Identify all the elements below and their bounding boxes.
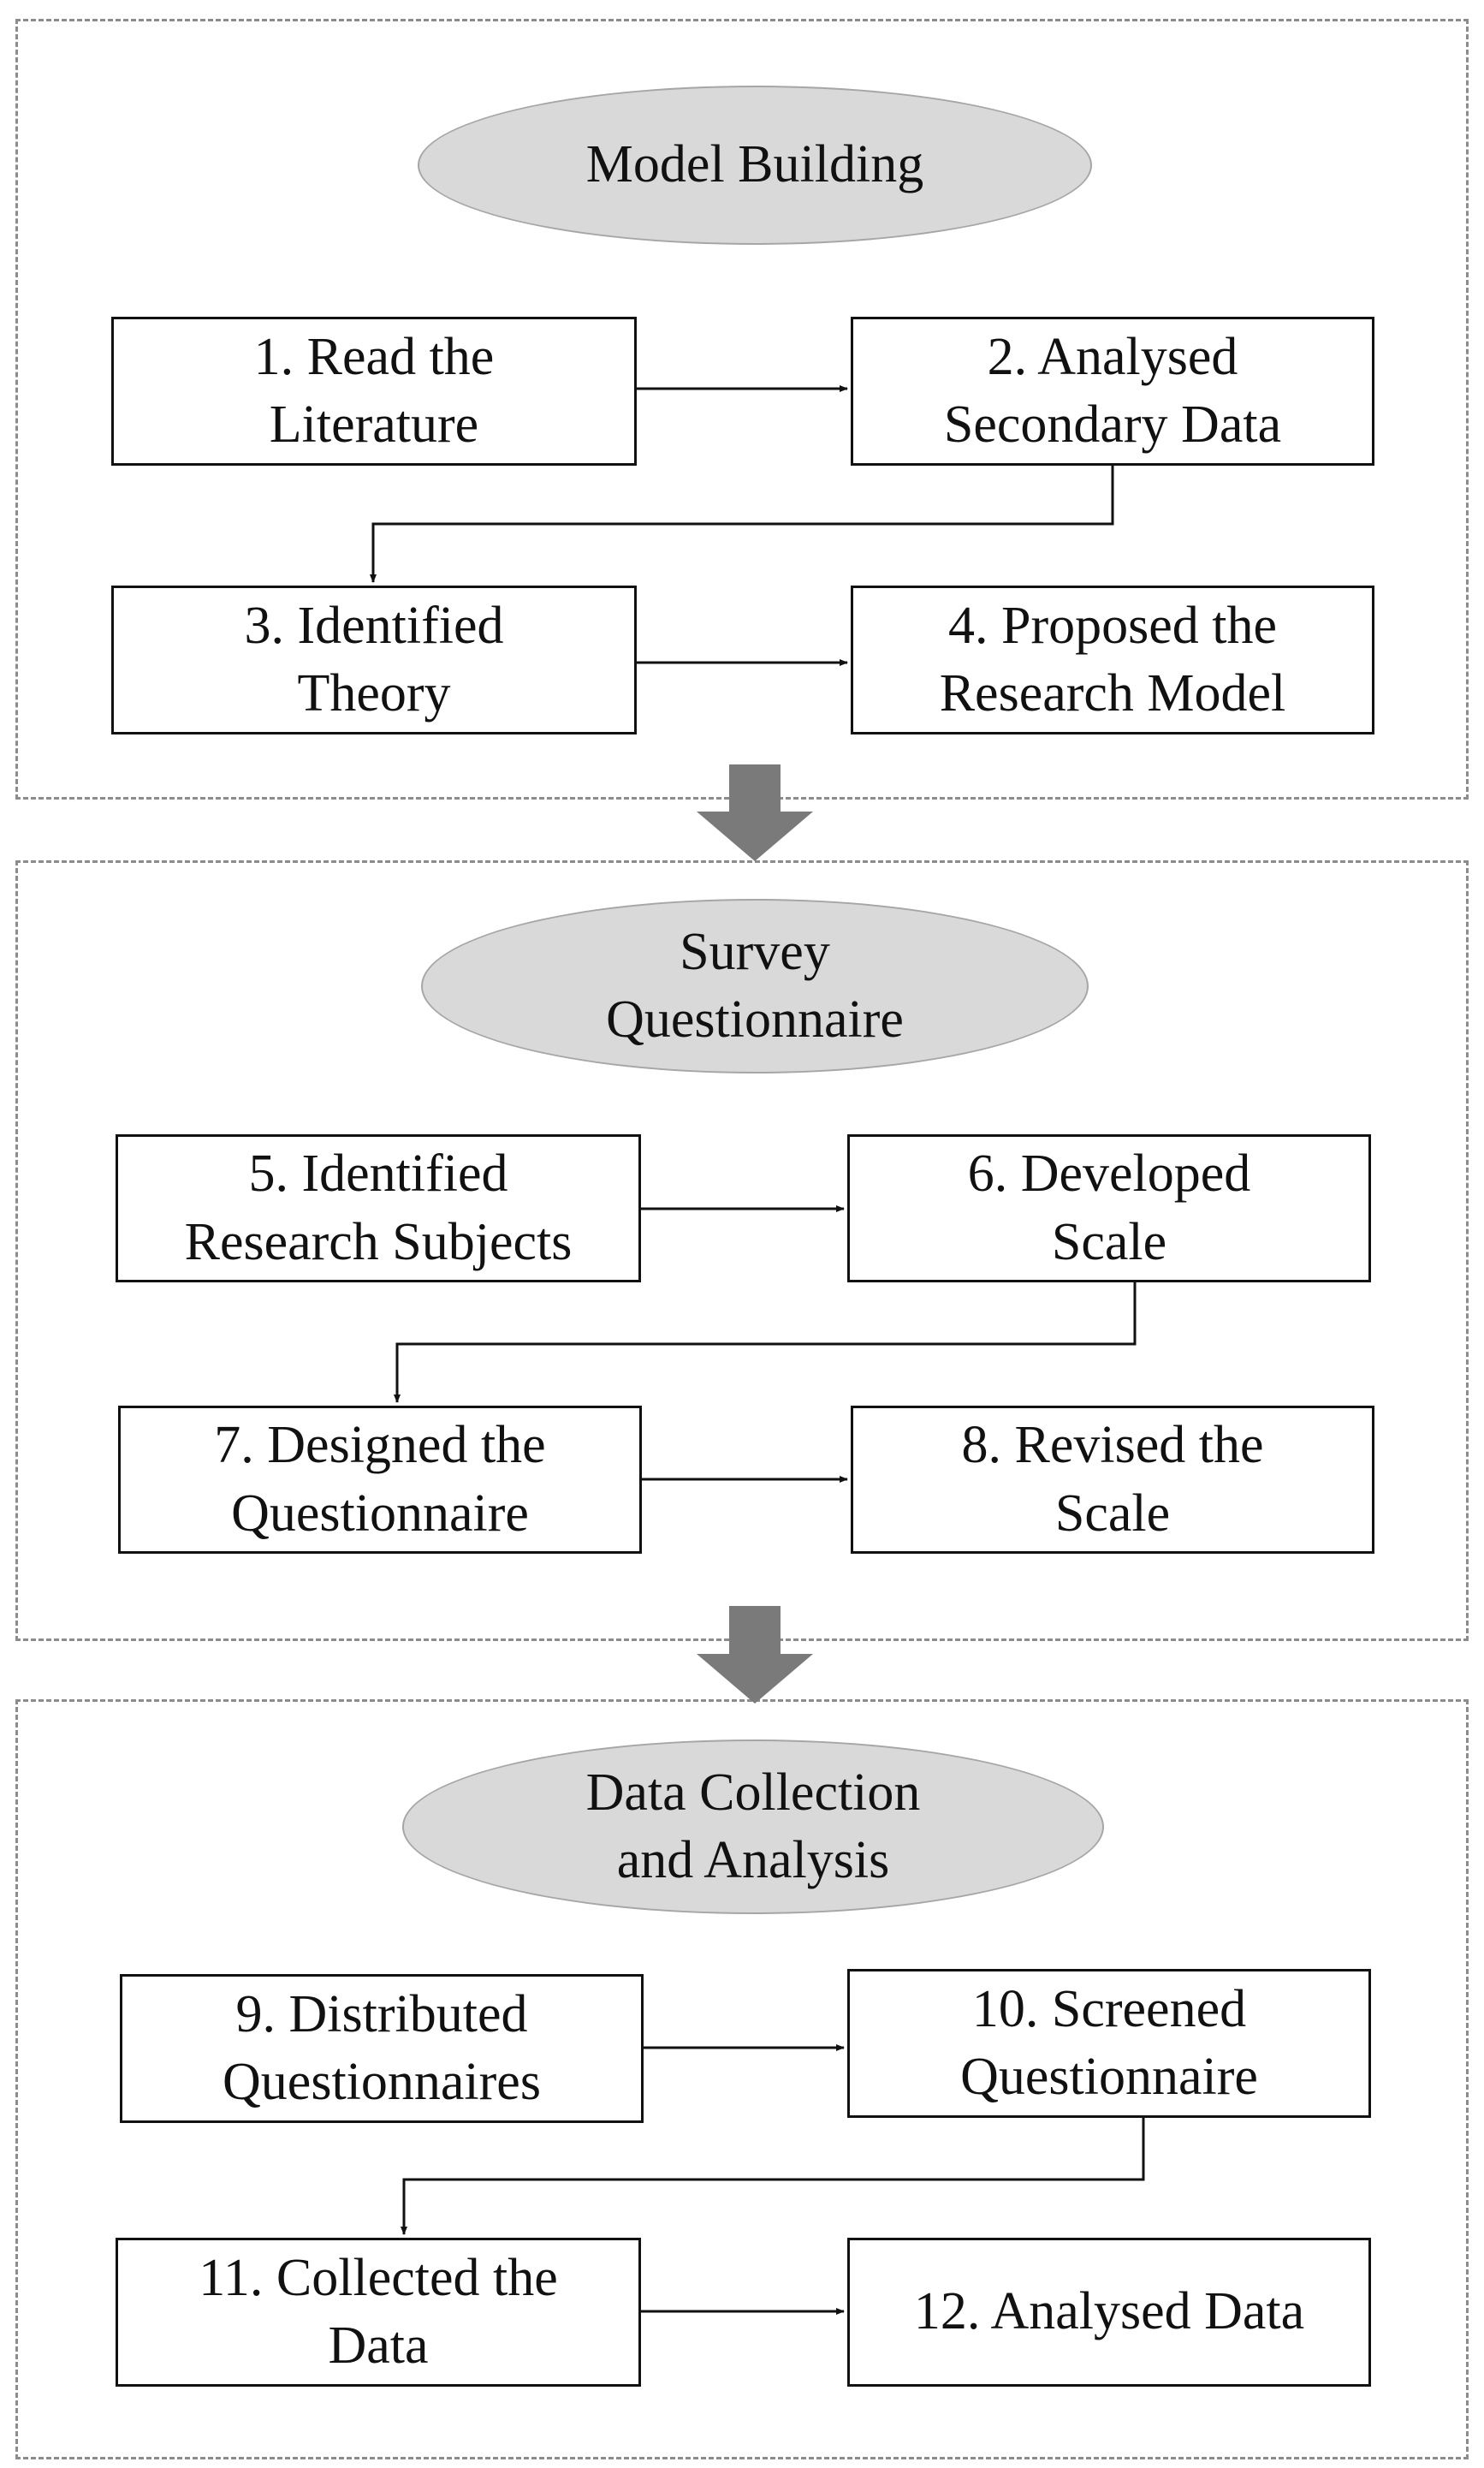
stage-title-data-collection: Data Collection and Analysis <box>402 1739 1104 1914</box>
step-box-8: 8. Revised the Scale <box>851 1406 1374 1554</box>
step-box-1: 1. Read the Literature <box>111 317 637 466</box>
step-box-2: 2. Analysed Secondary Data <box>851 317 1374 466</box>
step-box-11: 11. Collected the Data <box>116 2238 641 2387</box>
step-box-3: 3. Identified Theory <box>111 586 637 734</box>
stage-title-survey-questionnaire: Survey Questionnaire <box>421 899 1089 1073</box>
step-box-12: 12. Analysed Data <box>847 2238 1371 2387</box>
step-box-9: 9. Distributed Questionnaires <box>120 1974 644 2123</box>
step-box-7: 7. Designed the Questionnaire <box>118 1406 642 1554</box>
step-box-6: 6. Developed Scale <box>847 1134 1371 1282</box>
step-box-10: 10. Screened Questionnaire <box>847 1969 1371 2118</box>
step-box-5: 5. Identified Research Subjects <box>116 1134 641 1282</box>
step-box-4: 4. Proposed the Research Model <box>851 586 1374 734</box>
stage-title-model-building: Model Building <box>418 86 1092 245</box>
